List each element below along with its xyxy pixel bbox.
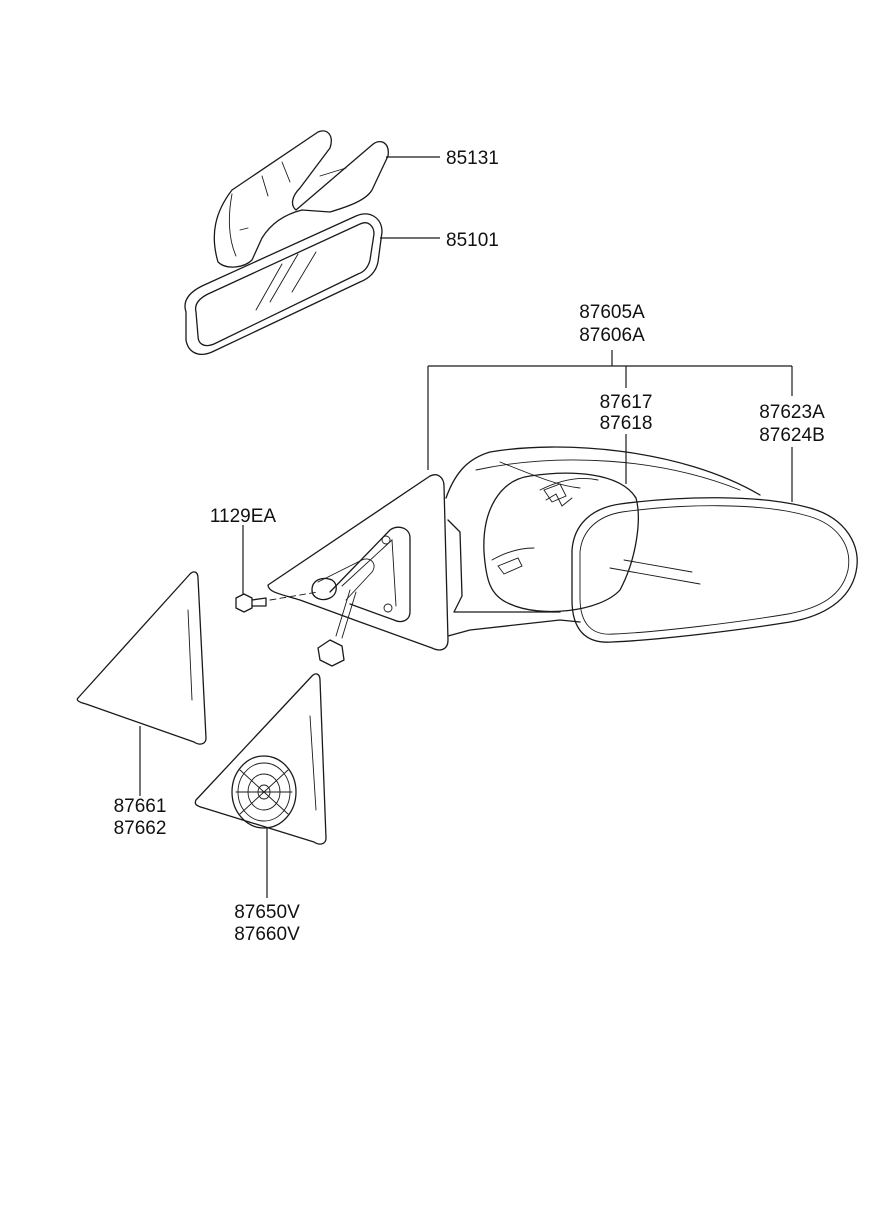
label-87606a: 87606A bbox=[579, 325, 645, 346]
label-87623a: 87623A bbox=[759, 402, 825, 423]
label-87624b: 87624B bbox=[759, 425, 825, 446]
label-87618: 87618 bbox=[600, 413, 653, 434]
label-87662: 87662 bbox=[114, 818, 167, 839]
label-1129ea: 1129EA bbox=[210, 506, 277, 527]
speaker-garnish bbox=[194, 673, 327, 845]
leader-lines bbox=[139, 156, 793, 898]
door-garnish bbox=[76, 571, 207, 745]
wire-harness bbox=[311, 558, 375, 667]
label-87650v: 87650V bbox=[234, 902, 300, 923]
label-87617: 87617 bbox=[600, 392, 653, 413]
screw bbox=[235, 591, 319, 613]
inside-mirror bbox=[184, 213, 383, 355]
label-87660v: 87660V bbox=[234, 924, 300, 945]
mirror-housing bbox=[445, 446, 761, 637]
mirror-glass bbox=[571, 497, 858, 643]
callout-labels: 85131 85101 87605A 87606A 87617 87618 87… bbox=[114, 148, 825, 945]
inside-mirror-cover bbox=[213, 130, 389, 268]
label-87605a: 87605A bbox=[579, 302, 645, 323]
label-87661: 87661 bbox=[114, 796, 167, 817]
outside-mirror-base bbox=[267, 474, 449, 651]
label-85131: 85131 bbox=[446, 148, 499, 169]
label-85101: 85101 bbox=[446, 230, 499, 251]
